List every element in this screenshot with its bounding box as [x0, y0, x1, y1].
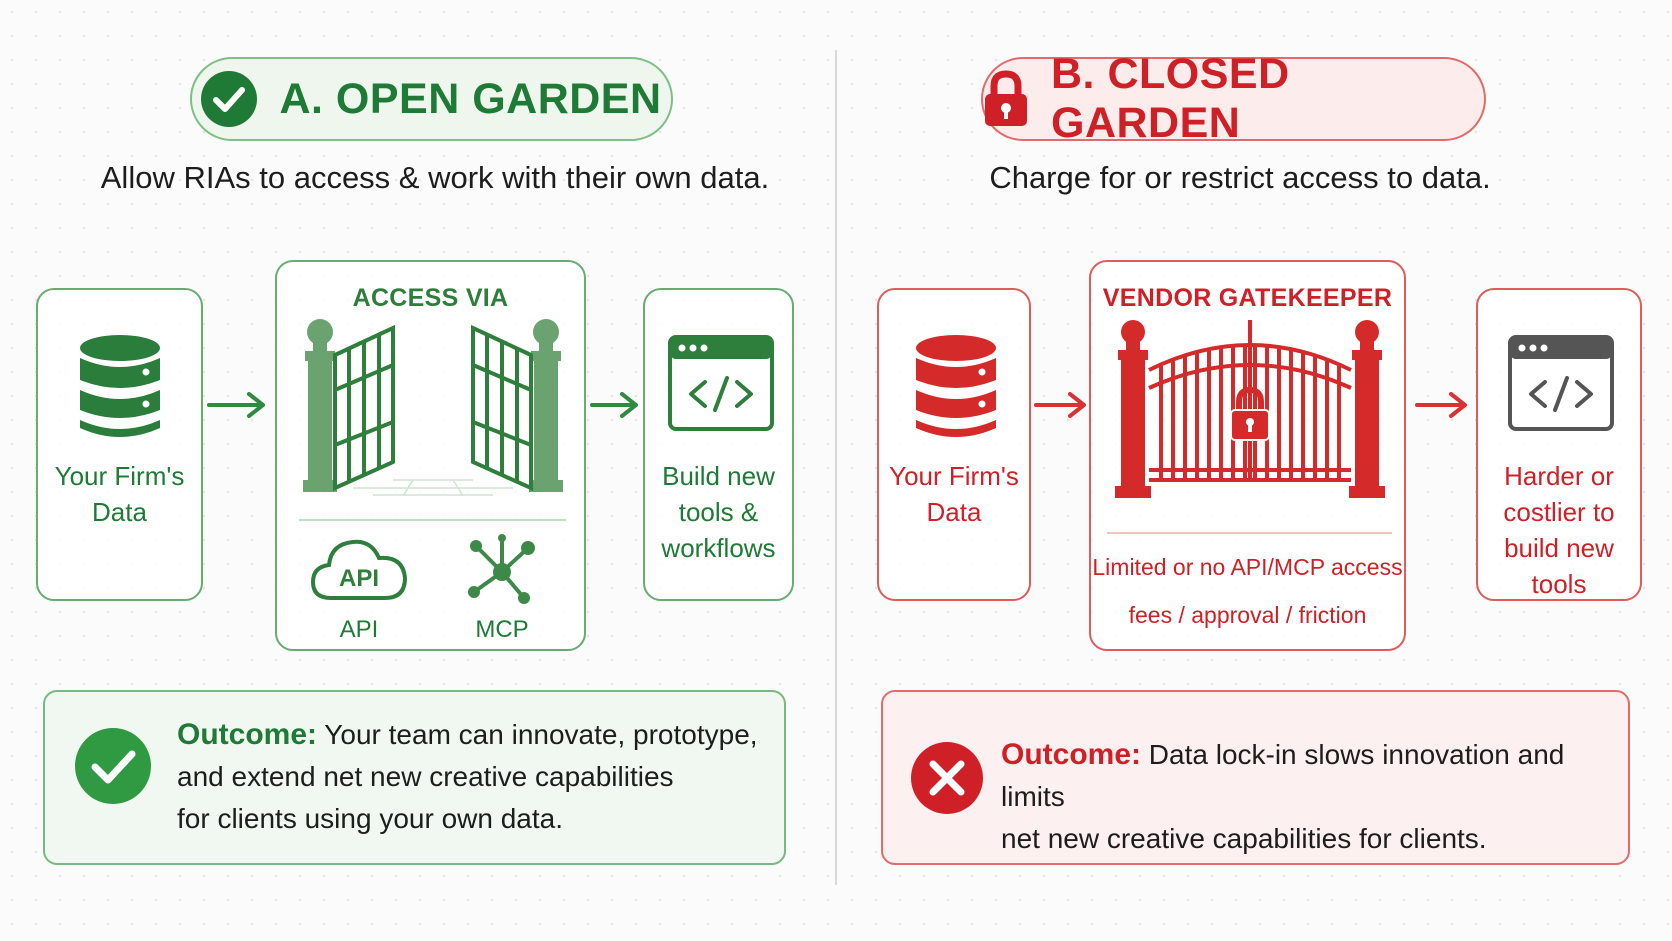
open-outcome-text: Outcome: Your team can innovate, prototy…: [177, 714, 767, 840]
firm-data-label: Your Firm's Data: [54, 461, 185, 527]
open-garden-subtitle: Allow RIAs to access & work with their o…: [100, 160, 770, 195]
arrow-right-icon: [1415, 392, 1467, 418]
code-window-icon: [1508, 335, 1614, 431]
open-gate-icon: [303, 319, 563, 497]
x-circle-icon: [911, 742, 983, 814]
locked-gate-icon: [1115, 320, 1385, 498]
open-outcome-label: Outcome:: [177, 718, 318, 751]
check-circle-icon: [201, 71, 258, 127]
closed-outcome-line2: net new creative capabilities for client…: [1001, 823, 1487, 854]
gatekeeper-note-access: Limited or no API/MCP access: [1092, 554, 1403, 580]
check-circle-icon: [75, 728, 151, 804]
open-garden-title: A. OPEN GARDEN: [279, 74, 662, 123]
database-icon: [912, 334, 1000, 449]
gatekeeper-separator: [1107, 532, 1392, 534]
firm-data-box: Your Firm's Data: [36, 288, 203, 601]
mcp-network-icon: [468, 534, 535, 604]
arrow-right-icon: [1034, 392, 1086, 418]
gatekeeper-note-fees: fees / approval / friction: [1128, 602, 1367, 628]
build-tools-label: Build new tools & workflows: [661, 461, 776, 563]
open-outcome-line1: Your team can innovate, prototype,: [324, 719, 758, 750]
database-icon: [76, 334, 164, 449]
arrow-right-icon: [590, 392, 638, 418]
api-icon-text: API: [339, 565, 379, 592]
closed-outcome-box: Outcome: Data lock-in slows innovation a…: [881, 690, 1630, 865]
closed-firm-data-label: Your Firm's Data: [889, 461, 1019, 527]
access-via-header: ACCESS VIA: [352, 284, 509, 312]
open-outcome-box: Outcome: Your team can innovate, prototy…: [43, 690, 786, 865]
open-garden-title-pill: A. OPEN GARDEN: [190, 57, 673, 141]
code-window-icon: [668, 335, 774, 431]
vendor-gatekeeper-header: VENDOR GATEKEEPER: [1102, 284, 1393, 312]
mcp-label: MCP: [475, 616, 529, 643]
padlock-icon: [983, 70, 1029, 128]
open-outcome-line2: and extend net new creative capabilities: [177, 761, 674, 792]
api-label: API: [339, 616, 379, 643]
open-outcome-line3: for clients using your own data.: [177, 803, 563, 834]
closed-outcome-label: Outcome:: [1001, 738, 1142, 771]
arrow-right-icon: [207, 392, 265, 418]
section-divider: [835, 50, 837, 885]
api-cloud-icon: API: [310, 539, 408, 600]
access-separator: [299, 519, 566, 521]
access-via-box: ACCESS VIA API API MCP: [275, 260, 586, 651]
vendor-gatekeeper-box: VENDOR GATEKEEPER Limited or no API/MCP …: [1089, 260, 1406, 651]
closed-garden-title-pill: B. CLOSED GARDEN: [981, 50, 1486, 147]
harder-tools-label: Harder or costlier to build new tools: [1503, 461, 1615, 599]
build-tools-box: Build new tools & workflows: [643, 288, 794, 601]
closed-garden-subtitle: Charge for or restrict access to data.: [989, 160, 1491, 195]
closed-outcome-line1: Data lock-in slows innovation and limits: [1001, 739, 1565, 812]
closed-firm-data-box: Your Firm's Data: [877, 288, 1031, 601]
closed-garden-title: B. CLOSED GARDEN: [1051, 50, 1290, 147]
closed-outcome-text: Outcome: Data lock-in slows innovation a…: [1001, 734, 1616, 860]
harder-tools-box: Harder or costlier to build new tools: [1476, 288, 1642, 601]
